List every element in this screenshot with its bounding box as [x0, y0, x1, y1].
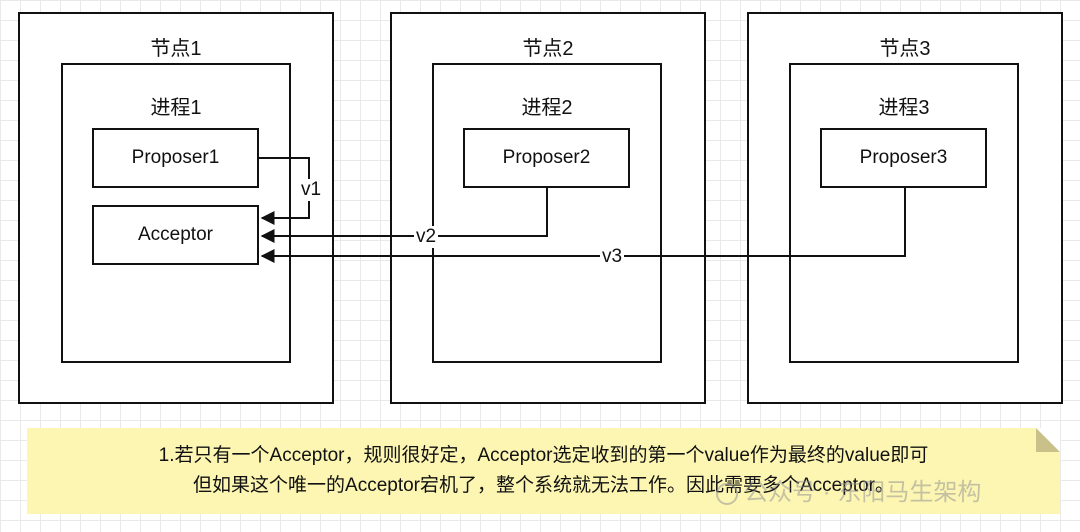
note-line-1: 1.若只有一个Acceptor，规则很好定，Acceptor选定收到的第一个va… — [158, 445, 929, 466]
node-3-title: 节点3 — [879, 38, 931, 60]
proposer-2: Proposer2 — [463, 128, 630, 188]
proposer-3: Proposer3 — [820, 128, 987, 188]
note-fold-corner — [1036, 428, 1060, 452]
proposer-1: Proposer1 — [92, 128, 259, 188]
watermark-text: 公众号 · 东阳马生架构 — [744, 479, 982, 506]
process-3-title: 进程3 — [878, 97, 930, 119]
edge-label-v3: v3 — [600, 246, 625, 268]
edge-v2 — [260, 188, 548, 243]
edge-v3 — [260, 188, 906, 263]
edge-label-v2: v2 — [414, 226, 439, 248]
node-1-title: 节点1 — [150, 38, 202, 60]
node-2-title: 节点2 — [522, 38, 574, 60]
wechat-icon — [716, 482, 738, 505]
process-2-title: 进程2 — [521, 97, 573, 119]
watermark: 公众号 · 东阳马生架构 — [716, 472, 981, 507]
edge-label-v1: v1 — [299, 179, 324, 201]
note-box: 1.若只有一个Acceptor，规则很好定，Acceptor选定收到的第一个va… — [27, 428, 1060, 514]
acceptor: Acceptor — [92, 205, 259, 265]
process-1-title: 进程1 — [150, 97, 202, 119]
